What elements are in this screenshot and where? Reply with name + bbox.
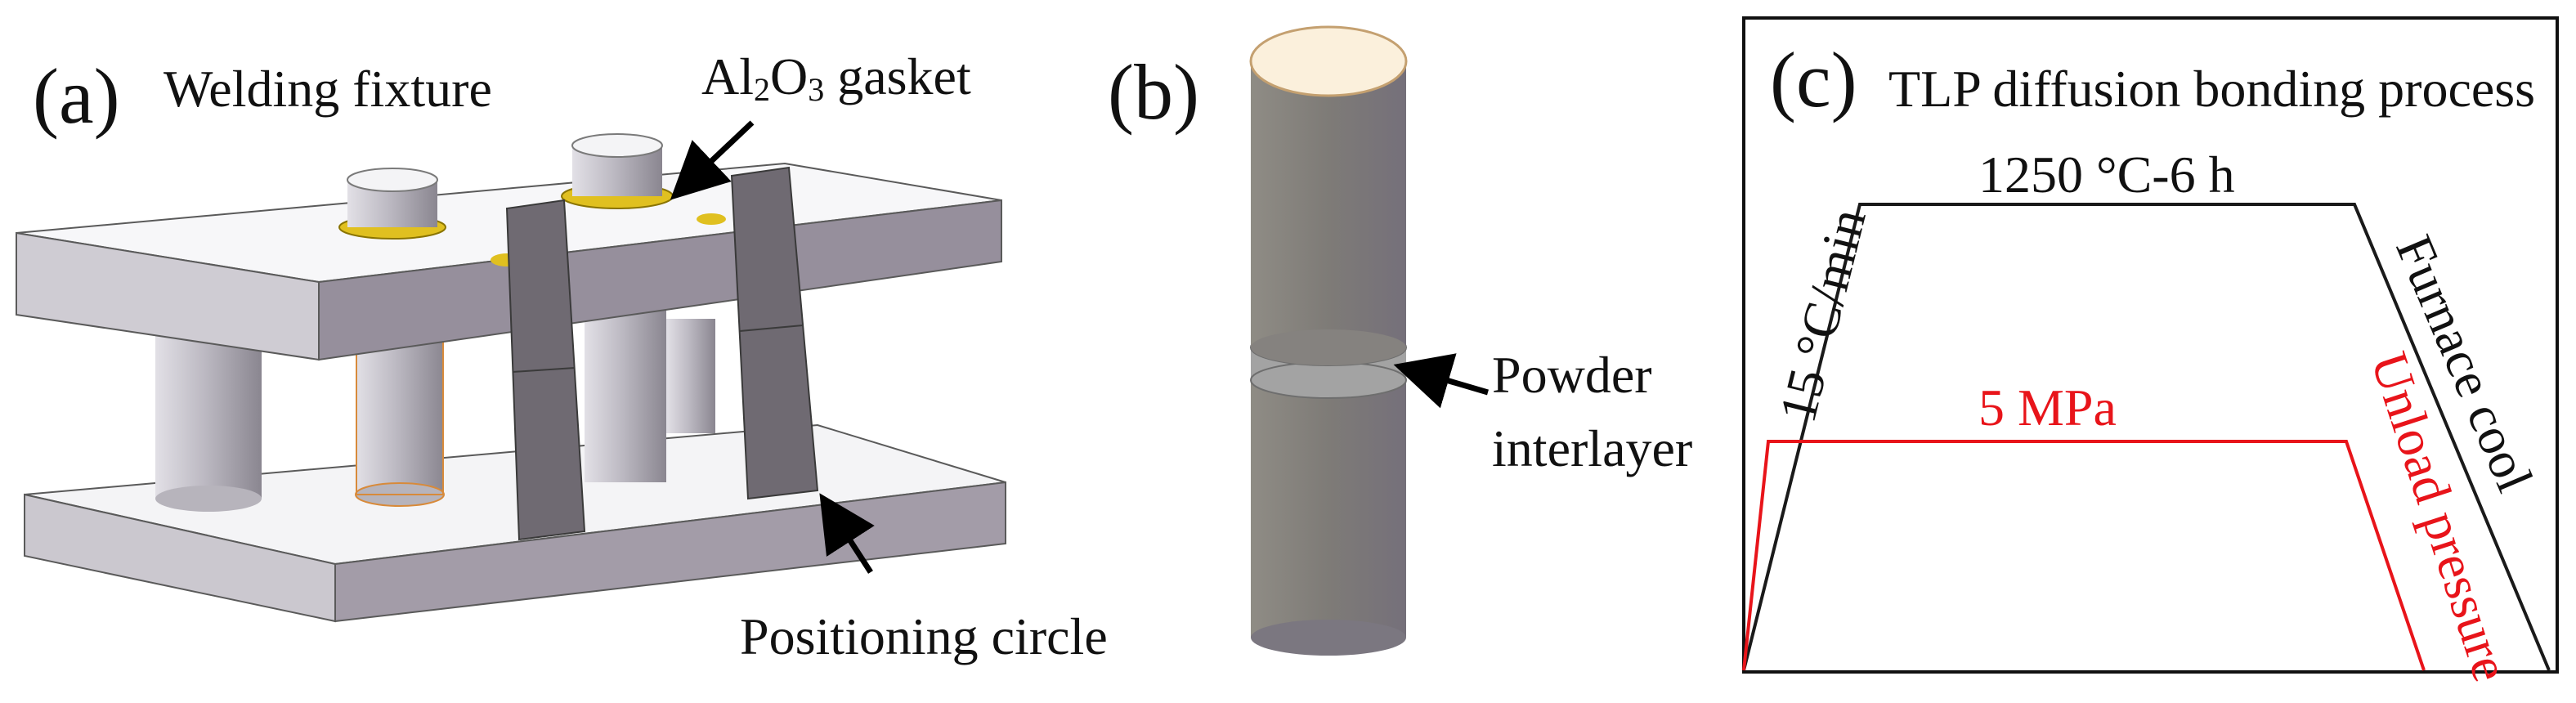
temperature-curve	[1742, 203, 2551, 671]
positioning-arrow	[819, 493, 875, 574]
welding-fixture-title: Welding fixture	[164, 60, 492, 118]
panel-b-letter: (b)	[1108, 48, 1199, 136]
support-columns	[155, 311, 715, 512]
interlayer-arrow	[1393, 353, 1489, 409]
interlayer-label-line1: Powder	[1492, 346, 1652, 404]
gasket-arrow	[670, 120, 755, 200]
process-title: TLP diffusion bonding process	[1888, 60, 2535, 118]
panel-a: (a) Welding fixture	[16, 47, 1108, 665]
positioning-bars	[505, 166, 819, 541]
positioning-circle-label: Positioning circle	[740, 607, 1108, 665]
panel-c-letter: (c)	[1770, 36, 1857, 123]
interlayer-label-line2: interlayer	[1492, 419, 1692, 477]
hold-label: 1250 °C-6 h	[1978, 146, 2235, 204]
gasket-label: Al2O3 gasket	[701, 47, 971, 108]
panel-b: (b) Powder interlayer	[1108, 25, 1692, 656]
pressure-label: 5 MPa	[1978, 378, 2117, 437]
pressure-curve	[1742, 440, 2426, 671]
panel-a-letter: (a)	[33, 52, 120, 140]
bonded-rod	[1249, 25, 1408, 656]
panel-c: (c) TLP diffusion bonding process 1250 °…	[1742, 16, 2559, 688]
heating-rate-label: 15 °C/min	[1768, 203, 1877, 428]
gasket-studs	[338, 133, 726, 266]
process-frame	[1742, 16, 2559, 674]
